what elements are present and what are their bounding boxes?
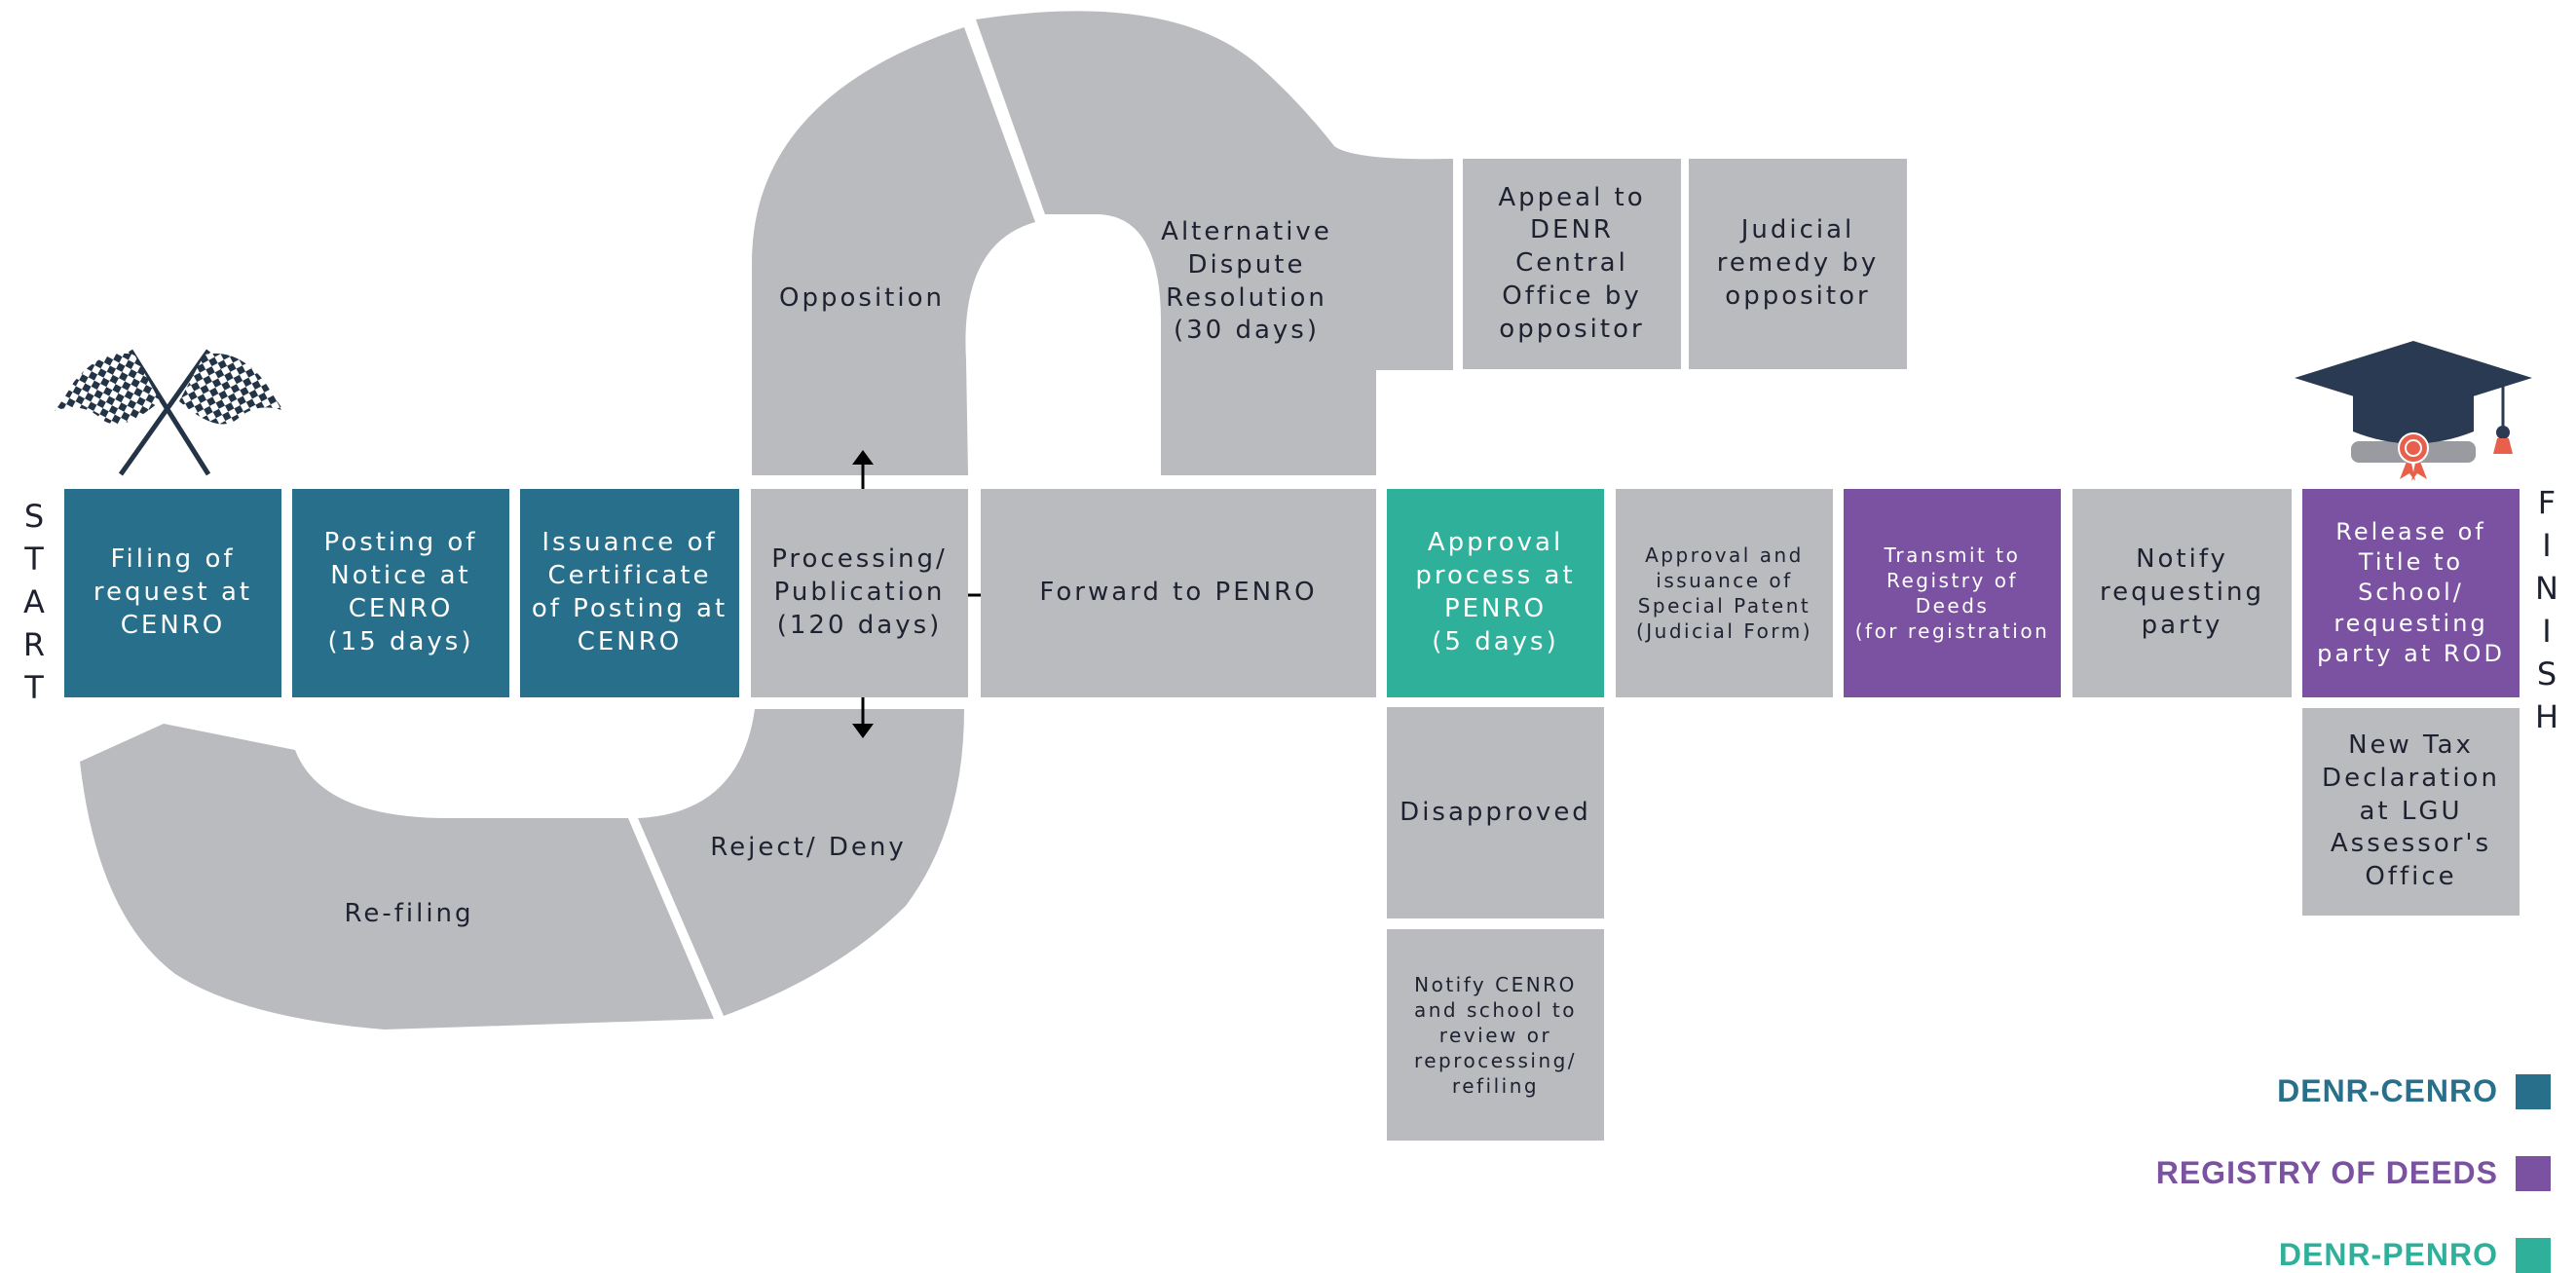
finish-letter: N	[2535, 570, 2558, 607]
legend-label-rod: REGISTRY OF DEEDS	[2155, 1155, 2498, 1190]
step-issuance-certificate: Issuance of Certificate of Posting at CE…	[520, 489, 739, 697]
step-forward-label: Forward to PENRO	[1039, 578, 1318, 608]
reject-shape	[638, 709, 964, 1016]
finish-letter: F	[2537, 484, 2557, 521]
start-letter: T	[24, 541, 44, 578]
step-filing-request: Filing of request at CENRO	[64, 489, 281, 697]
branch-appeal-label: Appeal to DENR Central Office by opposit…	[1498, 182, 1646, 344]
checkered-flags-icon	[55, 349, 284, 476]
finish-letter: S	[2536, 655, 2557, 693]
step-approval-issuance-label: Approval and issuance of Special Patent …	[1635, 543, 1813, 643]
opposition-label: Opposition	[779, 283, 945, 313]
branch-judicial-label: Judicial remedy by oppositor	[1716, 215, 1880, 311]
step-notify-party-label: Notify requesting party	[2099, 544, 2265, 640]
opposition-shape	[752, 27, 1035, 475]
finish-letter: H	[2534, 698, 2559, 735]
adr-shape	[976, 11, 1453, 476]
legend-item-rod: REGISTRY OF DEEDS	[2156, 1155, 2551, 1191]
step-processing-label: Processing/ Publication (120 days)	[771, 544, 948, 640]
branch-tax-label: New Tax Declaration at LGU Assessor's Of…	[2322, 730, 2500, 892]
start-label: S T A R T	[19, 495, 49, 709]
step-forward-penro: Forward to PENRO	[981, 489, 1376, 697]
refiling-label: Re-filing	[344, 899, 474, 928]
start-letter: T	[24, 669, 44, 706]
legend-swatch-rod	[2516, 1155, 2551, 1191]
start-letter: R	[22, 626, 46, 663]
branch-disapproved: Disapproved	[1387, 707, 1604, 918]
step-transmit-rod: Transmit to Registry of Deeds (for regis…	[1844, 489, 2061, 697]
finish-letter: I	[2542, 613, 2552, 650]
branch-tax-declaration: New Tax Declaration at LGU Assessor's Of…	[2302, 708, 2520, 916]
step-approval-penro: Approval process at PENRO (5 days)	[1387, 489, 1604, 697]
step-approval-issuance: Approval and issuance of Special Patent …	[1616, 489, 1833, 697]
branch-judicial-remedy: Judicial remedy by oppositor	[1689, 159, 1907, 369]
reject-label: Reject/ Deny	[710, 833, 907, 862]
step-filing-label: Filing of request at CENRO	[93, 544, 253, 640]
legend-item-cenro: DENR-CENRO	[2277, 1073, 2551, 1109]
legend-label-cenro: DENR-CENRO	[2277, 1073, 2498, 1108]
step-issuance-label: Issuance of Certificate of Posting at CE…	[531, 528, 728, 656]
branch-appeal-denr: Appeal to DENR Central Office by opposit…	[1463, 159, 1681, 369]
graduation-cap-icon	[2295, 341, 2532, 481]
finish-letter: I	[2542, 527, 2552, 564]
step-posting-label: Posting of Notice at CENRO (15 days)	[323, 528, 478, 656]
legend-label-penro: DENR-PENRO	[2278, 1237, 2498, 1272]
step-approval-penro-label: Approval process at PENRO (5 days)	[1415, 528, 1576, 656]
start-letter: S	[23, 498, 45, 535]
step-transmit-label: Transmit to Registry of Deeds (for regis…	[1854, 543, 2050, 643]
adr-label: Alternative Dispute Resolution (30 days)	[1161, 217, 1332, 346]
branch-notify-cenro: Notify CENRO and school to review or rep…	[1387, 929, 1604, 1141]
legend-item-penro: DENR-PENRO	[2279, 1237, 2551, 1273]
step-posting-notice: Posting of Notice at CENRO (15 days)	[292, 489, 509, 697]
branch-disapproved-label: Disapproved	[1400, 797, 1591, 827]
step-release-label: Release of Title to School/ requesting p…	[2317, 518, 2505, 667]
refiling-shape	[80, 724, 714, 1030]
step-notify-party: Notify requesting party	[2072, 489, 2292, 697]
branch-notify-cenro-label: Notify CENRO and school to review or rep…	[1413, 972, 1578, 1098]
step-processing-publication: Processing/ Publication (120 days)	[751, 489, 968, 697]
legend-swatch-penro	[2516, 1237, 2551, 1273]
legend-swatch-cenro	[2516, 1073, 2551, 1109]
finish-label: F I N I S H	[2532, 481, 2561, 738]
step-release-title: Release of Title to School/ requesting p…	[2302, 489, 2520, 697]
start-letter: A	[23, 583, 45, 620]
